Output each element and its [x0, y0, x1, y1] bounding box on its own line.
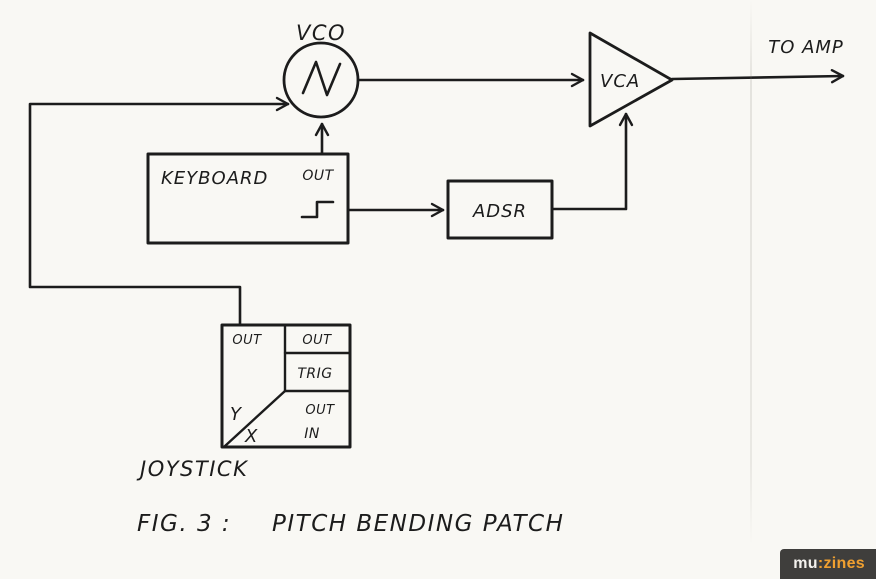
wire-joystick-to-vco: [28, 96, 290, 327]
vca-label: VCA: [600, 71, 640, 92]
figure-caption-number: FIG. 3 :: [137, 511, 231, 537]
keyboard-out-label: OUT: [302, 168, 334, 184]
figure-caption-title: PITCH BENDING PATCH: [272, 511, 564, 537]
vco-waveform-icon: [301, 60, 342, 97]
muzines-watermark-mu: mu: [793, 555, 818, 572]
wire-adsr-to-vca: [550, 112, 634, 211]
figure-caption: FIG. 3 : PITCH BENDING PATCH: [137, 511, 564, 537]
muzines-watermark: mu :zines: [780, 549, 876, 579]
keyboard-label: KEYBOARD: [161, 168, 268, 189]
to-amp-label: TO AMP: [768, 37, 844, 58]
joystick-axis-diagonal: [223, 389, 287, 448]
keyboard-gate-icon: [300, 200, 335, 219]
page-crease: [750, 0, 752, 545]
vco-label: VCO: [296, 21, 346, 45]
joystick-out-top-right-label: OUT: [302, 333, 332, 348]
joystick-out-top-left-label: OUT: [232, 333, 262, 348]
joystick-label: JOYSTICK: [136, 457, 249, 481]
joystick-in-label: IN: [304, 426, 320, 442]
wire-vca-to-amp: [670, 68, 845, 84]
muzines-watermark-zines: :zines: [817, 555, 865, 572]
joystick-axis-x-label: X: [244, 426, 258, 447]
joystick-axis-y-label: Y: [230, 404, 243, 425]
adsr-label: ADSR: [472, 201, 527, 222]
joystick-out-lower-label: OUT: [305, 403, 335, 418]
keyboard-box: [146, 152, 350, 245]
joystick-trig-label: TRIG: [297, 366, 332, 382]
vca-symbol: [588, 31, 674, 128]
